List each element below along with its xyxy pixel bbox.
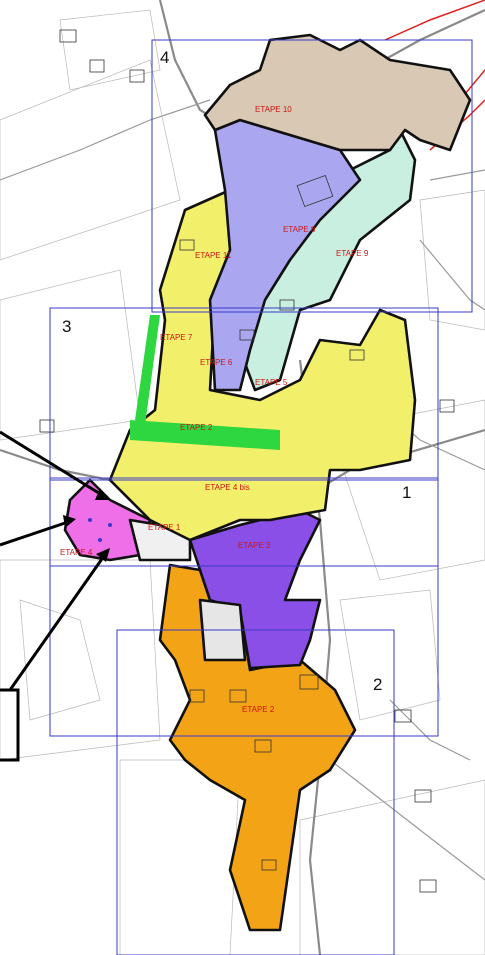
etape-label: ETAPE 2 — [180, 423, 213, 432]
annotation-arrows — [0, 430, 110, 762]
arrow-head — [95, 488, 110, 500]
etape-label: ETAPE 6 — [200, 358, 233, 367]
etape-label: ETAPE 8 — [283, 225, 316, 234]
etape-label: ETAPE 11 — [195, 251, 232, 260]
sheet-frames — [49, 39, 473, 955]
pink-zone-markers — [88, 518, 112, 542]
buildings — [39, 29, 455, 893]
etape-labels: ETAPE 10 ETAPE 8 ETAPE 9 ETAPE 11 ETAPE … — [60, 105, 369, 714]
arrow-line — [8, 555, 106, 691]
etape-label: ETAPE 9 — [336, 249, 369, 258]
zone-green-vertical — [135, 315, 160, 425]
sheet-number-4: 4 — [160, 48, 169, 67]
sheet-number-1: 1 — [402, 483, 411, 502]
arrow-head — [63, 515, 76, 528]
sheet-frame-lower — [49, 565, 439, 737]
etape-label: ETAPE 2 — [242, 705, 275, 714]
etape-label: ETAPE 4 bis — [205, 483, 250, 492]
etape-label: ETAPE 1 — [148, 523, 181, 532]
sheet-number-3: 3 — [62, 317, 71, 336]
arrow-line — [0, 520, 69, 547]
arrow-line — [0, 688, 20, 762]
arrow-head — [96, 548, 110, 562]
arrow-line — [0, 430, 103, 497]
zones — [63, 33, 472, 932]
sheet-frame-4 — [151, 39, 473, 313]
etape-label: ETAPE 7 — [160, 333, 193, 342]
zone-yellow — [108, 188, 417, 542]
zone-green — [130, 420, 280, 450]
etape-label: ETAPE 4 — [60, 548, 93, 557]
etape-label: ETAPE 10 — [255, 105, 292, 114]
sheet-numbers: 4 3 1 2 — [62, 48, 411, 694]
sheet-frame-3 — [49, 307, 439, 481]
sheet-frame-2 — [116, 629, 395, 955]
sheet-number-2: 2 — [373, 675, 382, 694]
etape-label: ETAPE 5 — [255, 378, 288, 387]
etape-label: ETAPE 3 — [238, 541, 271, 550]
